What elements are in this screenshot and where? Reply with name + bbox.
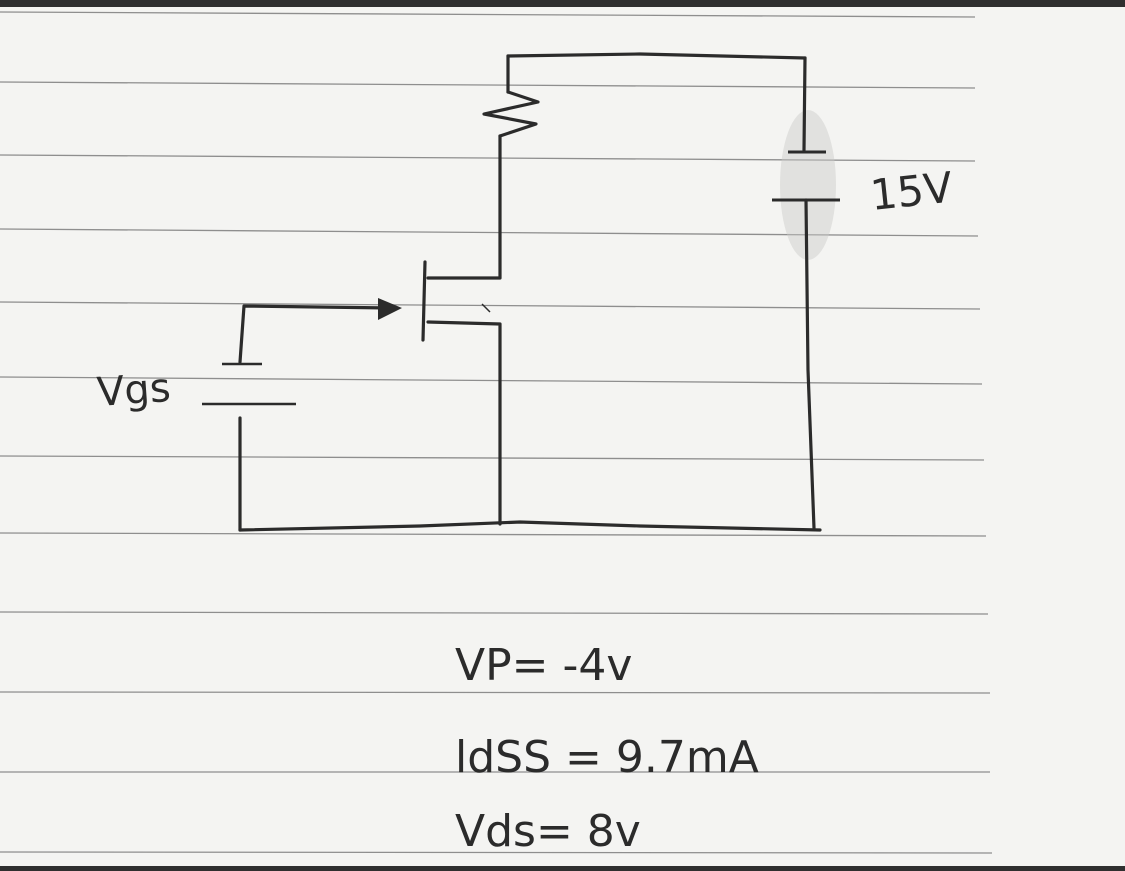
wire-drain: [426, 134, 502, 280]
vds-text: Vds= 8v: [455, 806, 641, 857]
pinch-off-voltage-text: VP= -4v: [455, 640, 632, 691]
paper-background: [0, 6, 1125, 868]
top-edge: [0, 0, 1125, 7]
wire-top: [506, 52, 807, 60]
wire-right-upper: [802, 56, 807, 152]
wire-source: [426, 320, 502, 526]
bottom-edge: [0, 866, 1125, 871]
wire-bottom: [238, 520, 822, 532]
idss-text: ldSS = 9.7mA: [455, 732, 759, 783]
ruled-lines: [0, 11, 993, 854]
pencil-tick: [481, 303, 491, 313]
wire-gate: [238, 304, 392, 364]
supply-voltage-label: 15V: [868, 163, 955, 220]
jfet-channel: [421, 260, 427, 342]
gate-arrow: [378, 298, 402, 320]
resistor-symbol: [482, 90, 540, 138]
pencil-smudge: [780, 110, 836, 260]
vgs-label: Vgs: [95, 365, 172, 416]
wire-right-lower: [804, 198, 816, 530]
